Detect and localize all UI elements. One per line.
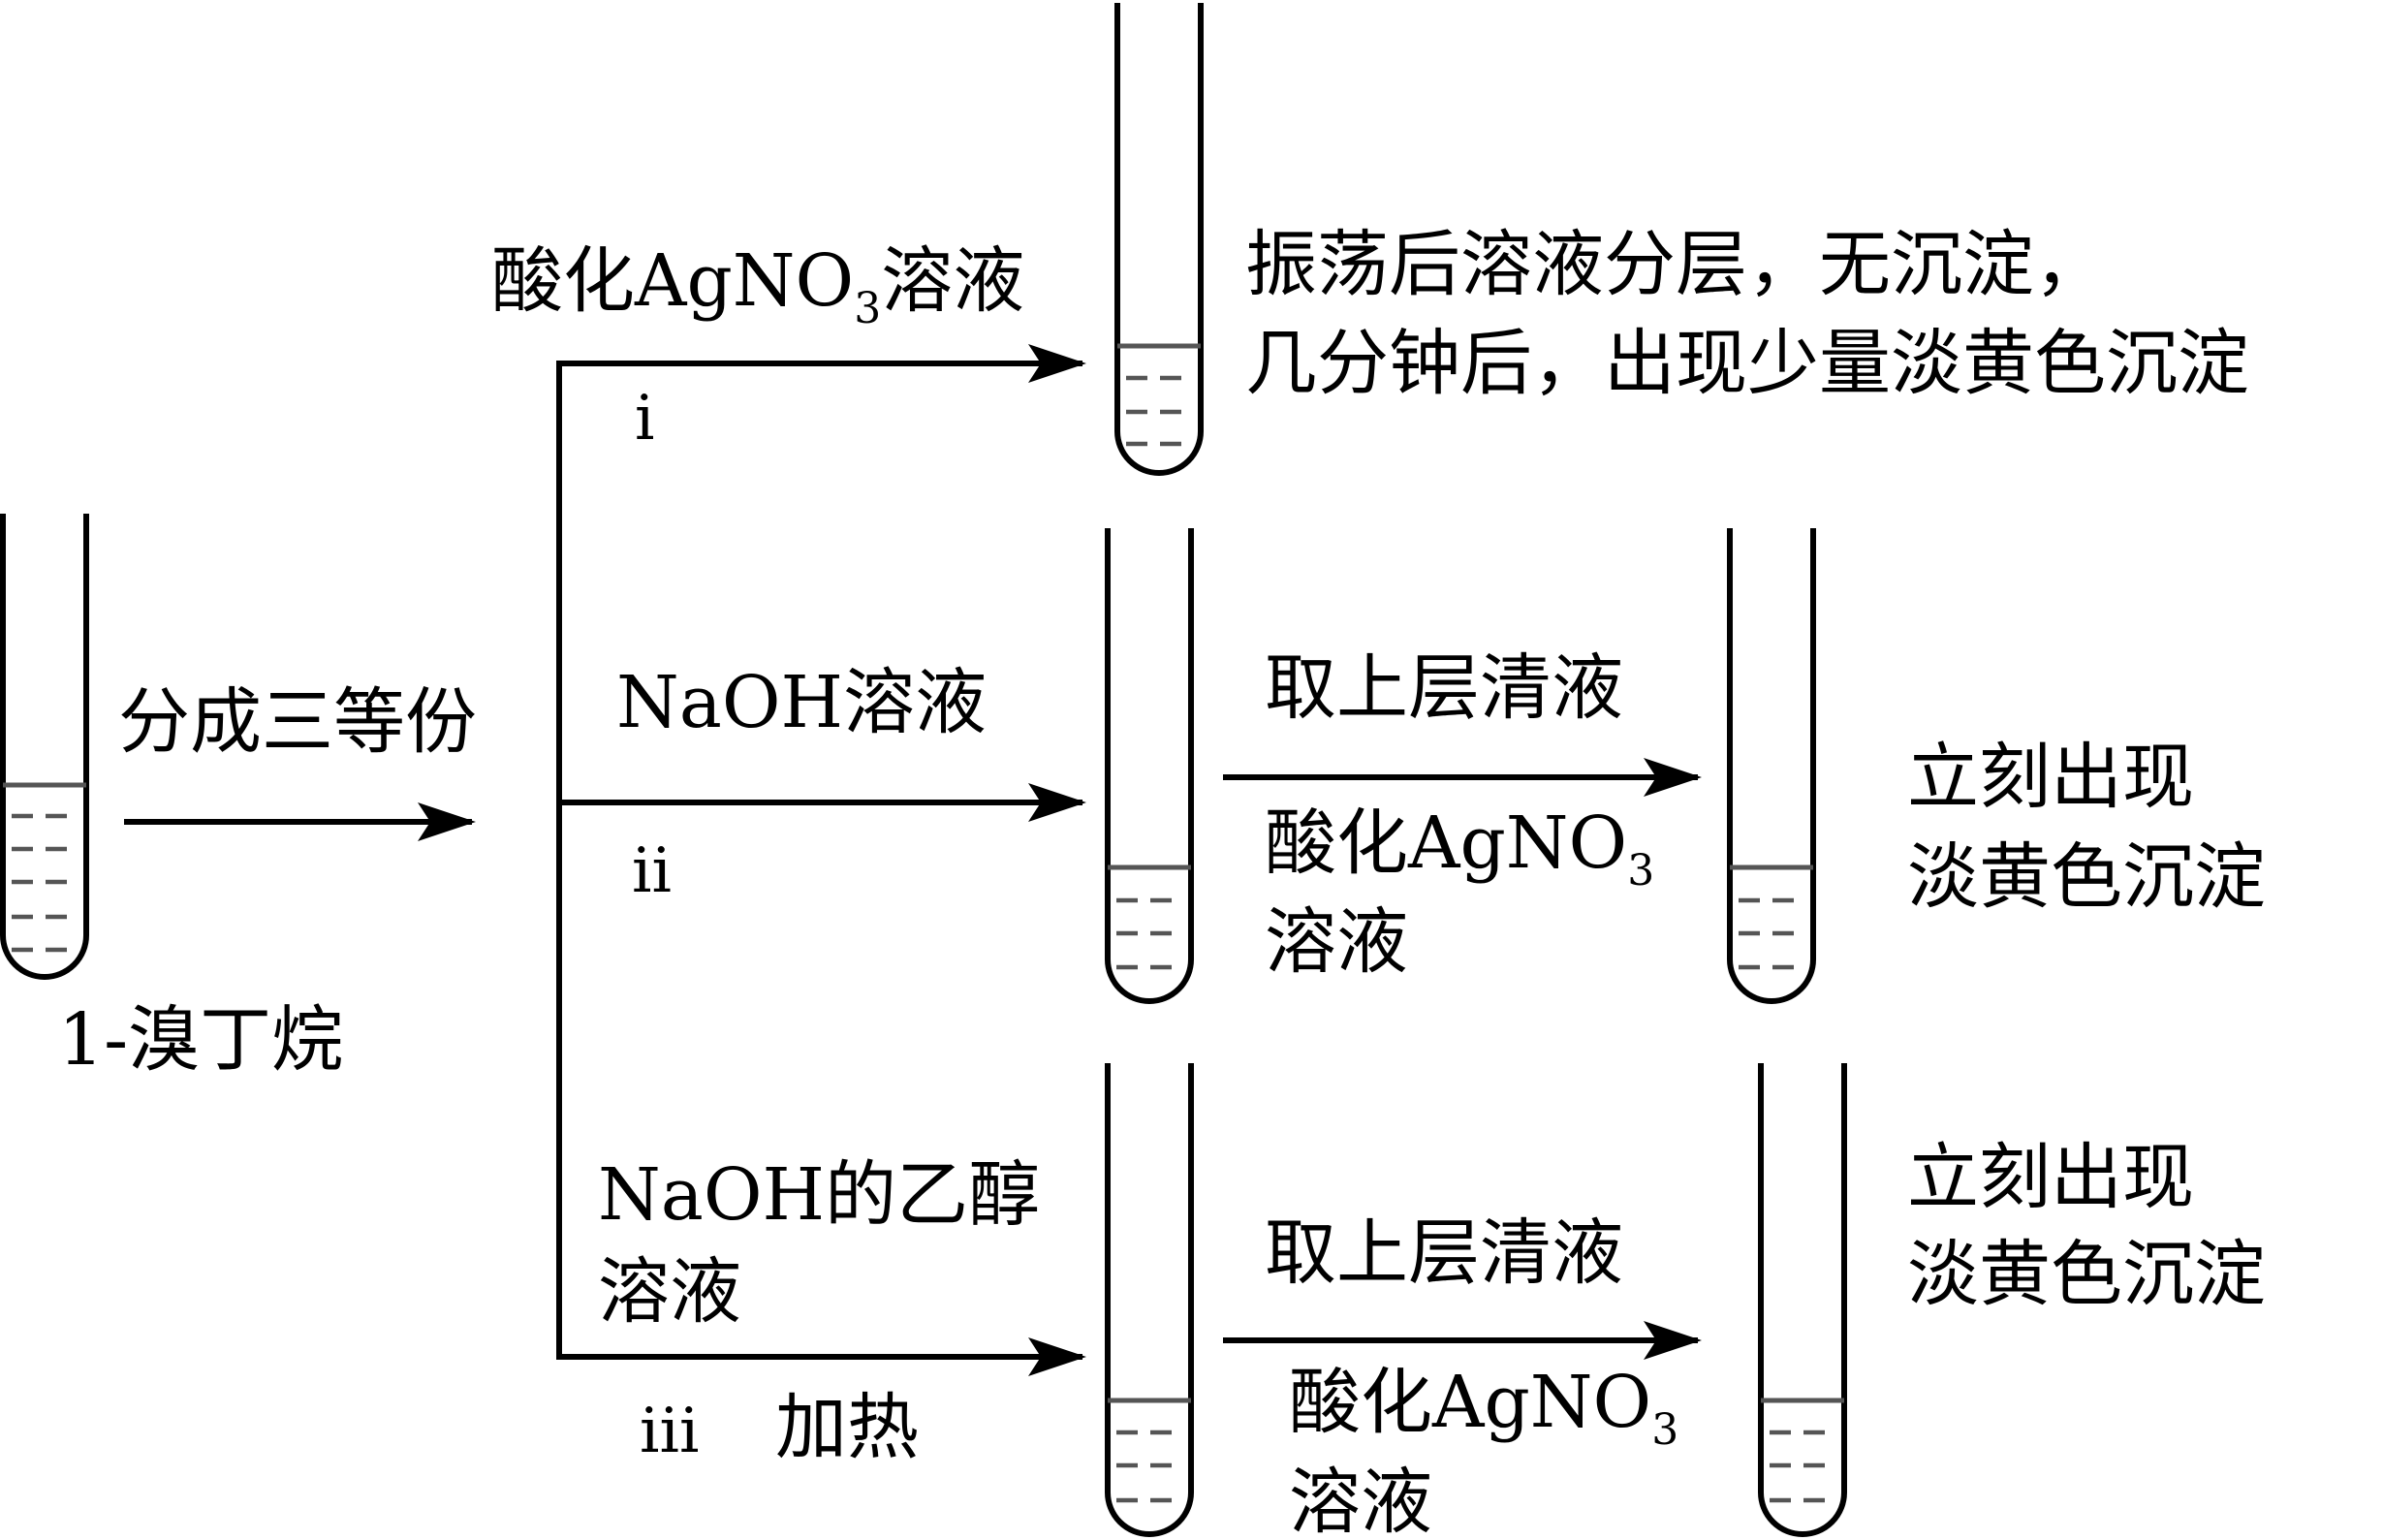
branch-i-test-tube	[1114, 3, 1204, 476]
branch-ii-transfer-bottom: 酸化AgNO3	[1265, 801, 1654, 896]
branch-ii-reagent: NaOH溶液	[616, 661, 987, 744]
branch-iii-transfer-bottom-line2: 溶液	[1289, 1461, 1432, 1540]
start-test-tube	[0, 514, 89, 980]
branch-iii-transfer-bottom: 酸化AgNO3	[1289, 1361, 1678, 1455]
branch-ii-test-tube-2	[1727, 528, 1816, 1004]
branch-iii-transfer-top: 取上层清液	[1265, 1211, 1623, 1295]
branch-ii-observation-line1: 立刻出现	[1907, 736, 2194, 819]
branch-iii-reagent-line1: NaOH的乙醇	[598, 1153, 1040, 1237]
branch-i-step-label: i	[635, 383, 654, 455]
branch-i-reagent: 酸化AgNO3溶液	[491, 239, 1024, 333]
branch-i-observation-line2: 几分钟后，出现少量淡黄色沉淀	[1245, 322, 2249, 405]
branch-iii-reagent-line2: 溶液	[598, 1250, 741, 1334]
branch-ii-observation-line2: 淡黄色沉淀	[1907, 835, 2266, 919]
branch-ii-test-tube-1	[1105, 528, 1194, 1004]
branch-iii-condition: 加热	[775, 1386, 919, 1469]
branch-iii-observation-line2: 淡黄色沉淀	[1907, 1233, 2266, 1316]
branch-ii-transfer-bottom-line2: 溶液	[1265, 900, 1408, 984]
branch-i-observation-line1: 振荡后溶液分层，无沉淀，	[1245, 223, 2106, 306]
branch-ii-step-label: ii	[632, 835, 672, 907]
branch-iii-observation-line1: 立刻出现	[1907, 1136, 2194, 1219]
branch-ii-transfer-top: 取上层清液	[1265, 646, 1623, 730]
branch-iii-step-label: iii	[640, 1396, 699, 1467]
branch-iii-test-tube-1	[1105, 1063, 1194, 1537]
start-label: 1-溴丁烷	[58, 998, 343, 1082]
branch-iii-test-tube-2	[1758, 1063, 1847, 1537]
split-label: 分成三等份	[118, 680, 477, 764]
